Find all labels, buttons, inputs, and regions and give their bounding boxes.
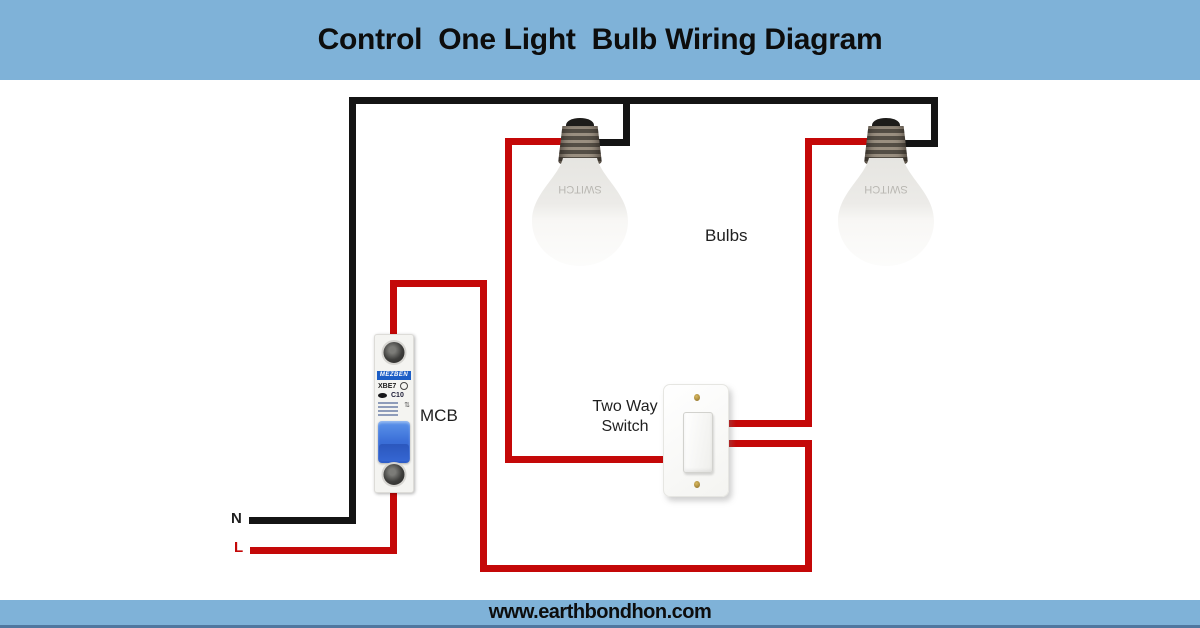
footer-bar: www.earthbondhon.com: [0, 600, 1200, 628]
switch-label-line1: Two Way: [592, 398, 658, 415]
bulb-screw-base-icon: [864, 126, 908, 164]
live-wire: [805, 138, 812, 427]
live-wire: [505, 138, 512, 463]
mcb-model-row: XBE7: [378, 382, 409, 390]
live-wire: [480, 565, 812, 572]
mcb-brand-band: MEZBEN: [377, 371, 411, 380]
live-wire: [250, 547, 397, 554]
neutral-wire: [249, 517, 356, 524]
mcb-diagram-mark-icon: ⇅: [404, 402, 410, 409]
mcb-toggle-lever: [378, 421, 410, 463]
live-wire: [480, 280, 487, 572]
live-wire: [726, 420, 812, 427]
mcb-breaker: MEZBEN XBE7 C10 ⇅: [374, 334, 414, 493]
live-label: L: [234, 539, 244, 556]
neutral-wire: [900, 140, 938, 147]
light-bulb-1: SWITCH: [530, 116, 630, 266]
bulb-screw-base-icon: [558, 126, 602, 164]
live-wire: [505, 138, 562, 145]
neutral-wire: [931, 97, 938, 147]
terminal-screw-icon: [381, 340, 407, 365]
neutral-wire: [349, 97, 356, 524]
header-bar: Control One Light Bulb Wiring Diagram: [0, 0, 1200, 80]
live-wire: [726, 440, 812, 447]
neutral-wire: [592, 139, 630, 146]
certification-mark-icon: [400, 382, 409, 390]
website-url: www.earthbondhon.com: [488, 601, 712, 623]
switch-screw-icon: [694, 394, 700, 401]
bulb-brand-text: SWITCH: [864, 183, 907, 195]
neutral-wire: [349, 97, 938, 104]
mcb-rating-text: C10: [391, 392, 404, 399]
mcb-spec-lines: [378, 402, 398, 418]
switch-label-line2: Switch: [601, 418, 649, 435]
live-wire: [390, 488, 397, 554]
live-wire: [805, 440, 812, 572]
switch-label: Two Way Switch: [578, 397, 672, 437]
switch-screw-icon: [694, 481, 700, 488]
light-bulb-2: SWITCH: [836, 116, 936, 266]
neutral-wire: [623, 97, 630, 146]
neutral-label: N: [231, 510, 242, 527]
terminal-screw-icon: [381, 462, 407, 487]
mcb-rating-row: C10: [378, 392, 404, 399]
switch-rocker: [683, 412, 713, 473]
bulb-glass-icon: SWITCH: [838, 158, 934, 266]
mcb-model-text: XBE7: [378, 382, 397, 390]
live-wire: [805, 138, 878, 145]
live-wire: [390, 280, 397, 340]
page-title: Control One Light Bulb Wiring Diagram: [317, 23, 883, 56]
bulbs-label: Bulbs: [705, 226, 748, 245]
bulb-brand-text: SWITCH: [558, 183, 601, 195]
two-way-switch: [663, 384, 729, 497]
live-wire: [390, 280, 487, 287]
test-button-icon: [378, 393, 387, 398]
bulb-glass-icon: SWITCH: [532, 158, 628, 266]
mcb-label: MCB: [420, 406, 458, 425]
live-wire: [505, 456, 668, 463]
